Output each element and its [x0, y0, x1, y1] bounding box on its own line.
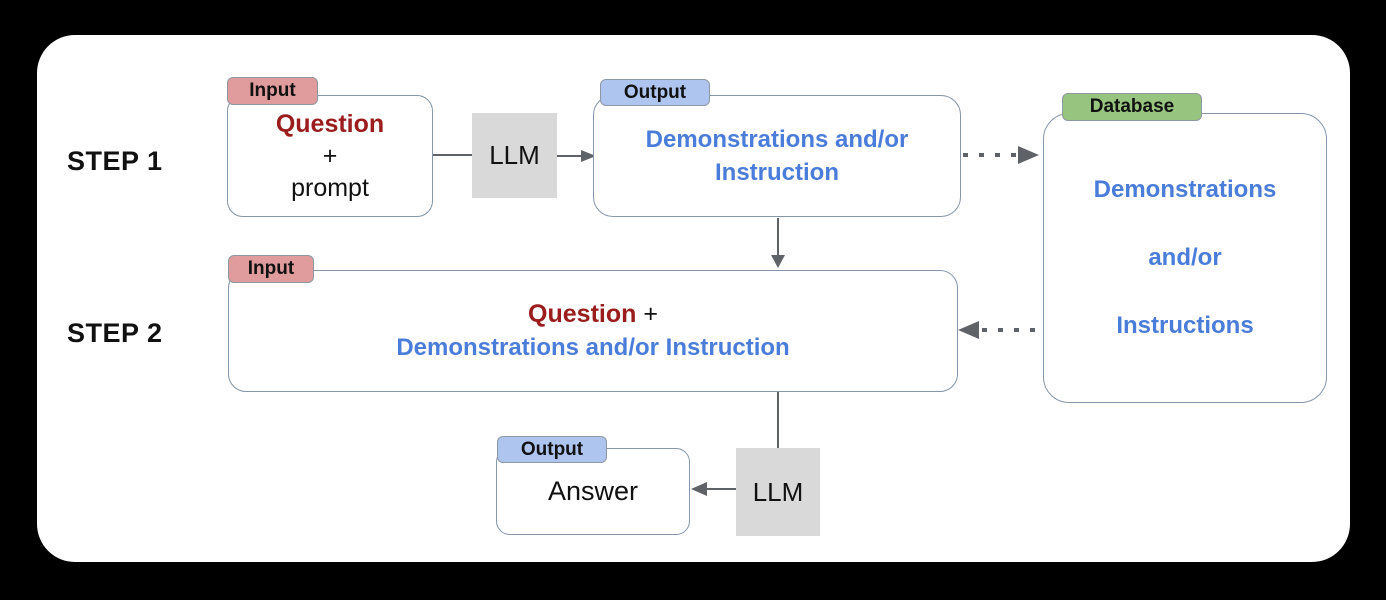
step2-plus-text: +	[643, 300, 658, 328]
step2-input-box: Question + Demonstrations and/or Instruc…	[228, 270, 958, 392]
step2-input-badge: Input	[228, 255, 314, 283]
step1-input-badge: Input	[227, 77, 318, 105]
step1-input-to-llm-line	[433, 154, 472, 156]
step1-input-box: Question + prompt	[227, 95, 433, 217]
step2-output-badge: Output	[497, 436, 607, 463]
step1-plus-text: +	[322, 142, 338, 170]
step2-llm-box: LLM	[736, 448, 820, 536]
step1-output-text: Demonstrations and/or Instruction	[645, 126, 909, 186]
step2-input-line1: Question +	[528, 298, 658, 331]
llm-to-answer-arrowhead	[691, 482, 707, 496]
step1-to-step2-line	[777, 218, 779, 255]
output-to-database-arrowhead	[1018, 146, 1039, 164]
database-badge: Database	[1062, 93, 1202, 121]
step1-output-box: Demonstrations and/or Instruction	[593, 95, 961, 217]
step1-llm-to-output-arrowhead	[581, 150, 596, 162]
step1-to-step2-arrowhead	[771, 255, 785, 268]
step2-question-text: Question	[528, 300, 637, 328]
database-line2: and/or	[1148, 244, 1222, 271]
database-line3: Instructions	[1116, 312, 1254, 339]
database-to-step2-arrowhead	[958, 321, 979, 339]
step1-label: STEP 1	[67, 146, 163, 176]
step2-label: STEP 2	[67, 318, 163, 348]
step1-output-badge: Output	[600, 79, 710, 106]
database-to-step2-dotted-line	[982, 328, 1042, 332]
step2-to-llm-line	[777, 392, 779, 448]
output-to-database-dotted-line	[963, 153, 1018, 157]
step1-question-text: Question	[275, 110, 385, 138]
step1-llm-box: LLM	[472, 113, 557, 198]
llm-to-answer-line	[706, 488, 736, 490]
database-line1: Demonstrations	[1093, 176, 1277, 203]
step1-prompt-text: prompt	[291, 174, 369, 202]
database-box: Demonstrations and/or Instructions	[1043, 113, 1327, 403]
step1-llm-to-output-line	[557, 155, 583, 157]
answer-text: Answer	[547, 476, 639, 506]
step2-input-line2: Demonstrations and/or Instruction	[396, 334, 790, 361]
